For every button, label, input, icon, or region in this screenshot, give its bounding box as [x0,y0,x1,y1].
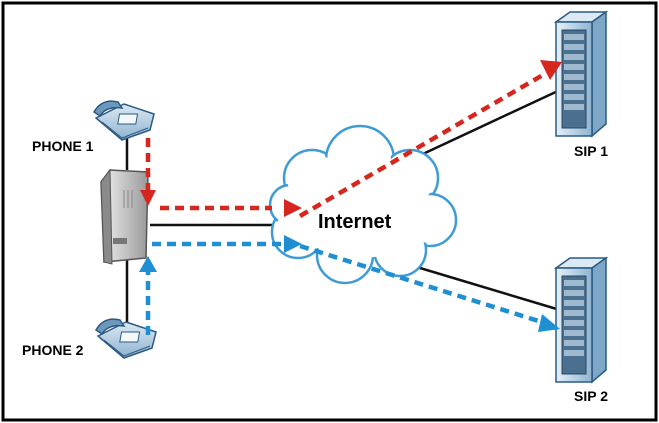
red-arrowheads [140,60,562,217]
internet-label: Internet [318,211,392,233]
sip1-label: SIP 1 [574,143,608,159]
sip2-label: SIP 2 [574,388,608,404]
cloud-icon [268,124,458,285]
wires [125,88,561,325]
phone2-label: PHONE 2 [22,342,84,358]
blue-call-flow [145,241,549,335]
wire-cloud-sip1 [409,88,561,162]
voip-adapter-icon [100,168,149,265]
desk-phone-icon-1 [93,100,155,141]
phone1-label: PHONE 1 [32,138,94,154]
server-rack-icon-2 [553,256,609,384]
wire-cloud-sip2 [409,263,561,312]
red-call-flow [145,70,550,218]
blue-arrowheads [139,235,560,332]
server-rack-icon-1 [553,10,609,138]
desk-phone-icon-2 [95,318,157,359]
